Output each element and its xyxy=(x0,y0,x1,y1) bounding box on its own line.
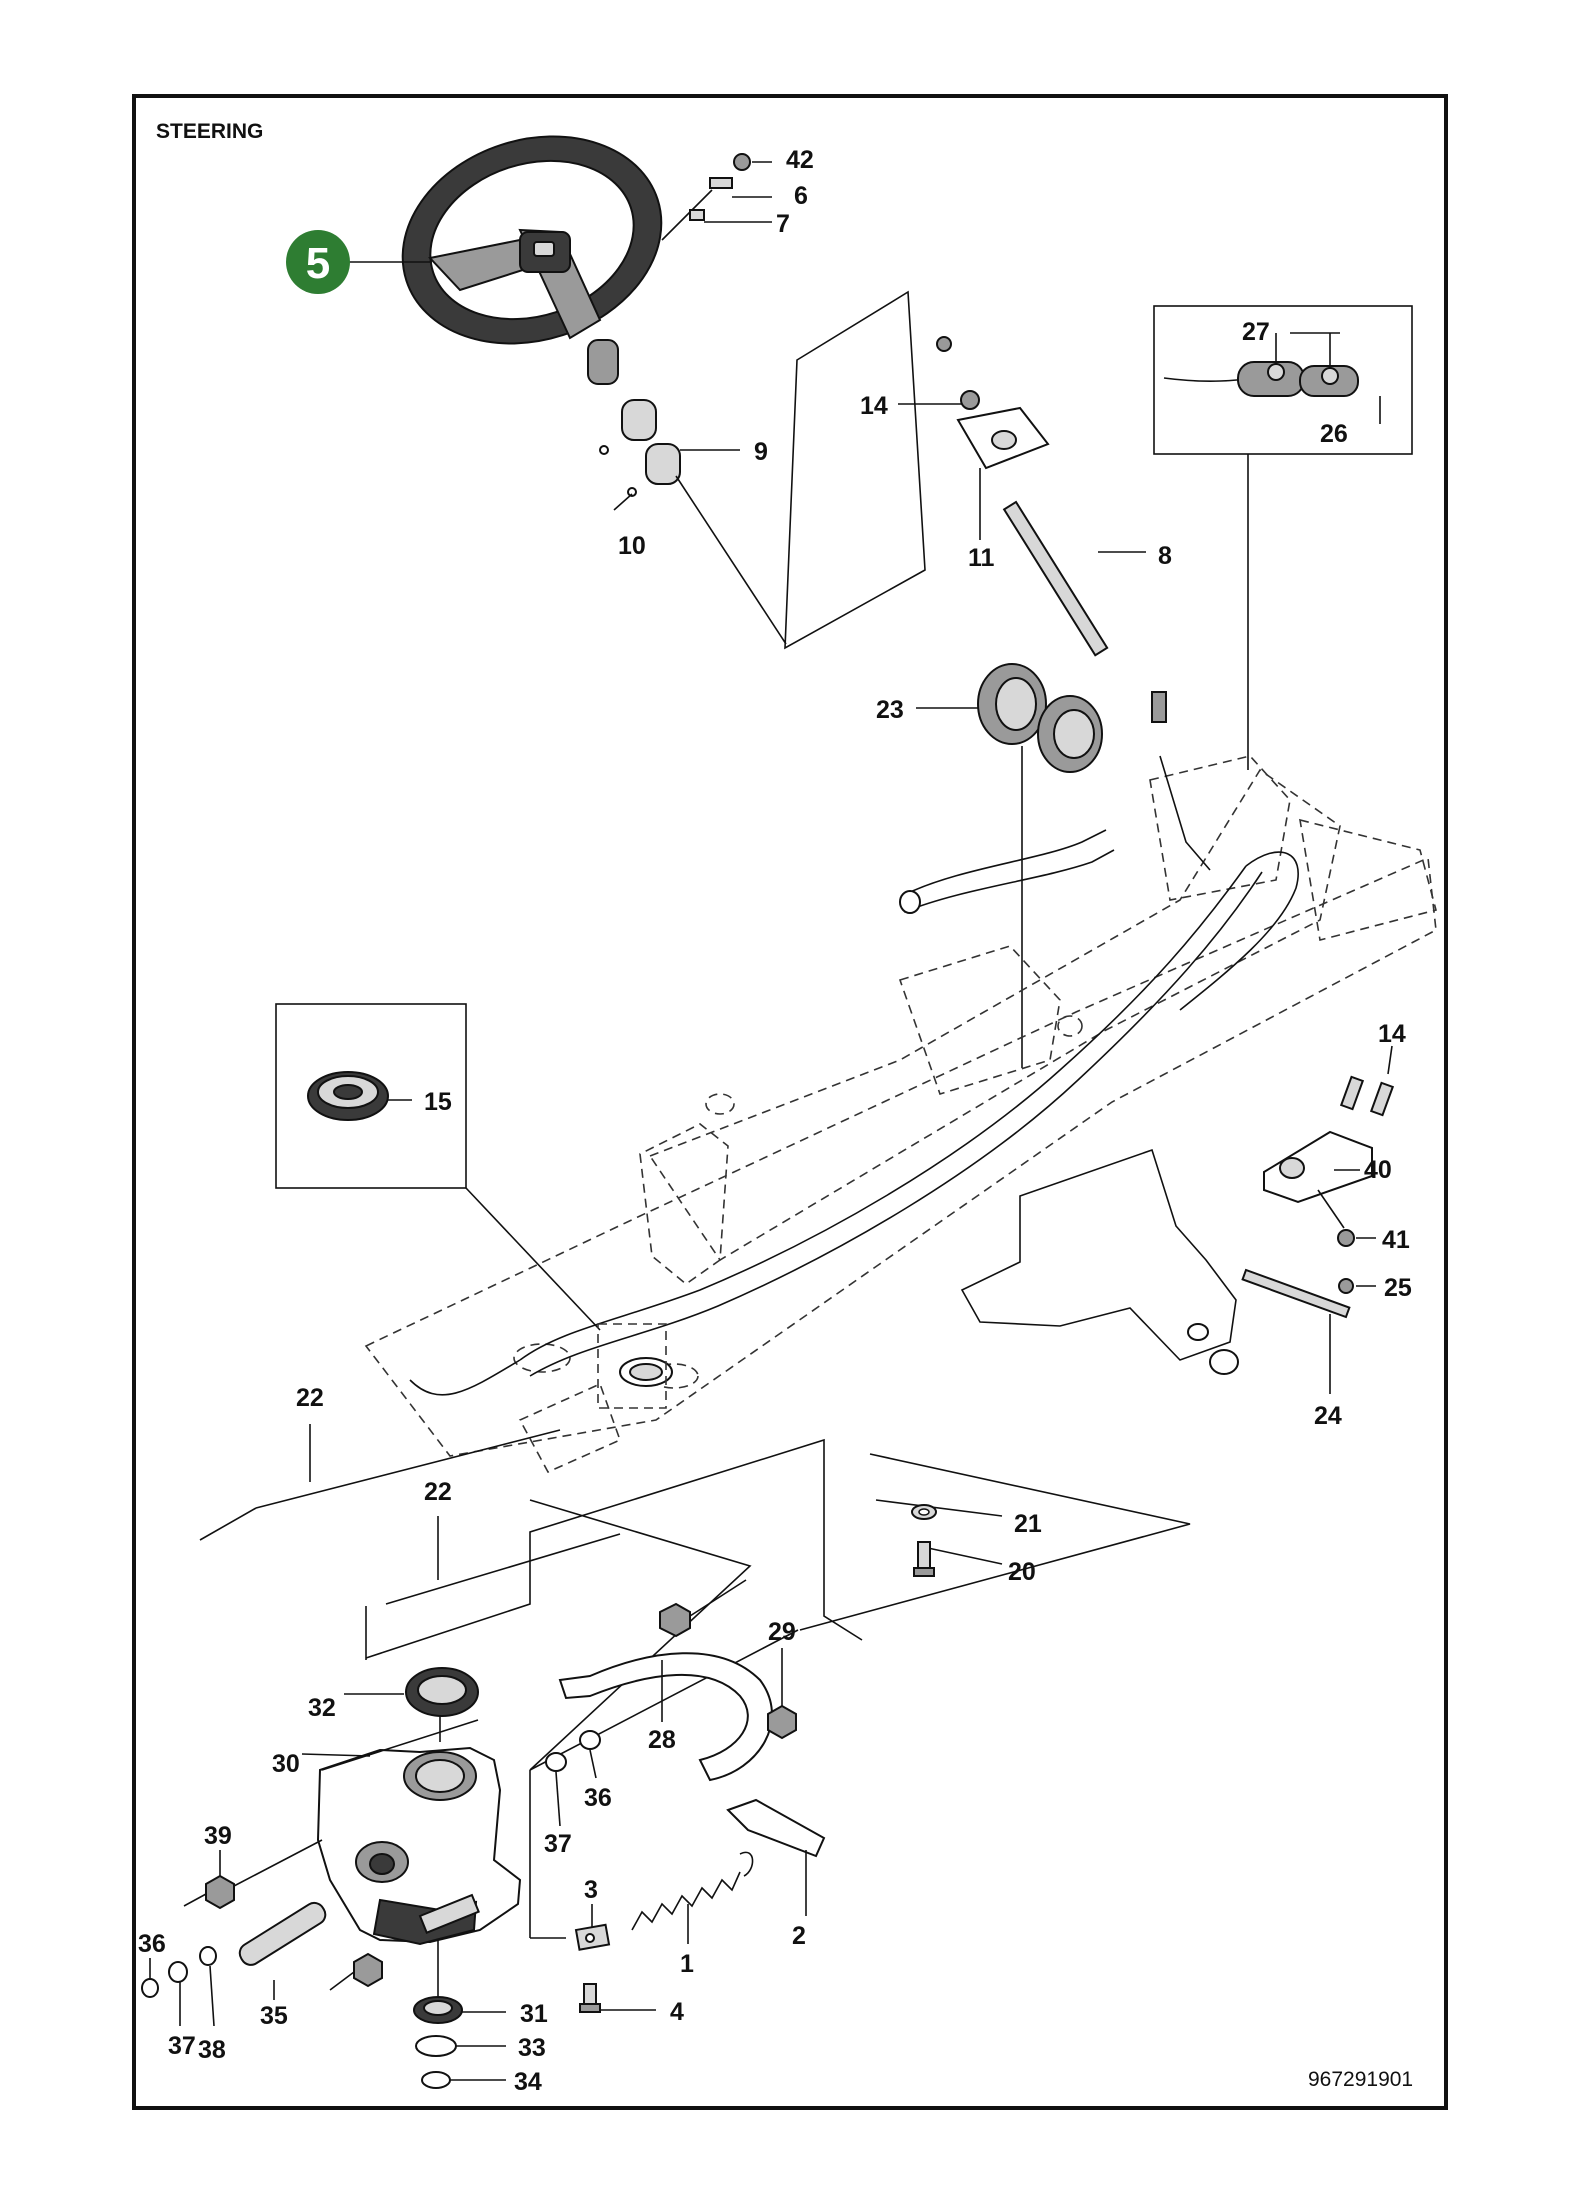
callout-23: 23 xyxy=(876,696,904,724)
callout-32: 32 xyxy=(308,1694,336,1722)
callout-30: 30 xyxy=(272,1750,300,1778)
callout-8: 8 xyxy=(1158,542,1172,570)
callout-31: 31 xyxy=(520,2000,548,2028)
detail-box-pulley xyxy=(275,1003,601,1331)
callout-29: 29 xyxy=(768,1618,796,1646)
washer-bolt-21-20 xyxy=(911,1504,937,1577)
callout-38: 38 xyxy=(198,2036,226,2064)
callout-22-upper: 22 xyxy=(296,1384,324,1412)
callout-11: 11 xyxy=(968,544,995,572)
callout-26: 26 xyxy=(1320,420,1348,448)
callout-22-lower: 22 xyxy=(424,1478,452,1506)
callout-37-left: 37 xyxy=(168,2032,196,2060)
highlight-badge[interactable]: 5 xyxy=(286,230,350,294)
callout-36-right: 36 xyxy=(584,1784,612,1812)
callout-42: 42 xyxy=(786,146,814,174)
callout-1: 1 xyxy=(680,1950,694,1978)
callout-4: 4 xyxy=(670,1998,684,2026)
callout-14-right: 14 xyxy=(1378,1020,1406,1048)
highlight-badge-label: 5 xyxy=(306,239,330,288)
diagram-title: STEERING xyxy=(156,120,263,143)
callout-35: 35 xyxy=(260,2002,288,2030)
highlight-badge-circle xyxy=(286,230,350,294)
callout-21: 21 xyxy=(1014,1510,1042,1538)
callout-28: 28 xyxy=(648,1726,676,1754)
callout-39: 39 xyxy=(204,1822,232,1850)
callout-34: 34 xyxy=(514,2068,542,2096)
callout-6: 6 xyxy=(794,182,808,210)
callout-labels: 42 6 7 9 10 14 11 8 27 26 23 15 14 40 41… xyxy=(138,146,1412,2096)
callout-40: 40 xyxy=(1364,1156,1392,1184)
callout-37-right: 37 xyxy=(544,1830,572,1858)
callout-15: 15 xyxy=(424,1088,452,1116)
callout-7: 7 xyxy=(776,210,790,238)
detail-box-chain xyxy=(1153,305,1413,770)
detail-box-steering-column xyxy=(784,290,926,650)
diagram-part-number: 967291901 xyxy=(1308,2068,1413,2091)
callout-33: 33 xyxy=(518,2034,546,2062)
diagram-frame xyxy=(132,94,1448,2110)
right-bracket xyxy=(1241,1045,1395,1394)
chassis-frame xyxy=(364,755,1437,1474)
callout-25: 25 xyxy=(1384,1274,1412,1302)
callout-3: 3 xyxy=(584,1876,598,1904)
callout-10: 10 xyxy=(618,532,646,560)
steering-wheel-assembly xyxy=(346,135,787,645)
callout-2: 2 xyxy=(792,1922,806,1950)
tie-rods xyxy=(199,1424,621,1660)
steering-gear-lower xyxy=(141,1579,826,2089)
callout-9: 9 xyxy=(754,438,768,466)
callout-20: 20 xyxy=(1008,1558,1036,1586)
callout-24: 24 xyxy=(1314,1402,1342,1430)
steering-linkage xyxy=(898,336,1167,1068)
callout-14-top: 14 xyxy=(860,392,888,420)
callout-27: 27 xyxy=(1242,318,1270,346)
callout-36-left: 36 xyxy=(138,1930,166,1958)
callout-41: 41 xyxy=(1382,1226,1410,1254)
